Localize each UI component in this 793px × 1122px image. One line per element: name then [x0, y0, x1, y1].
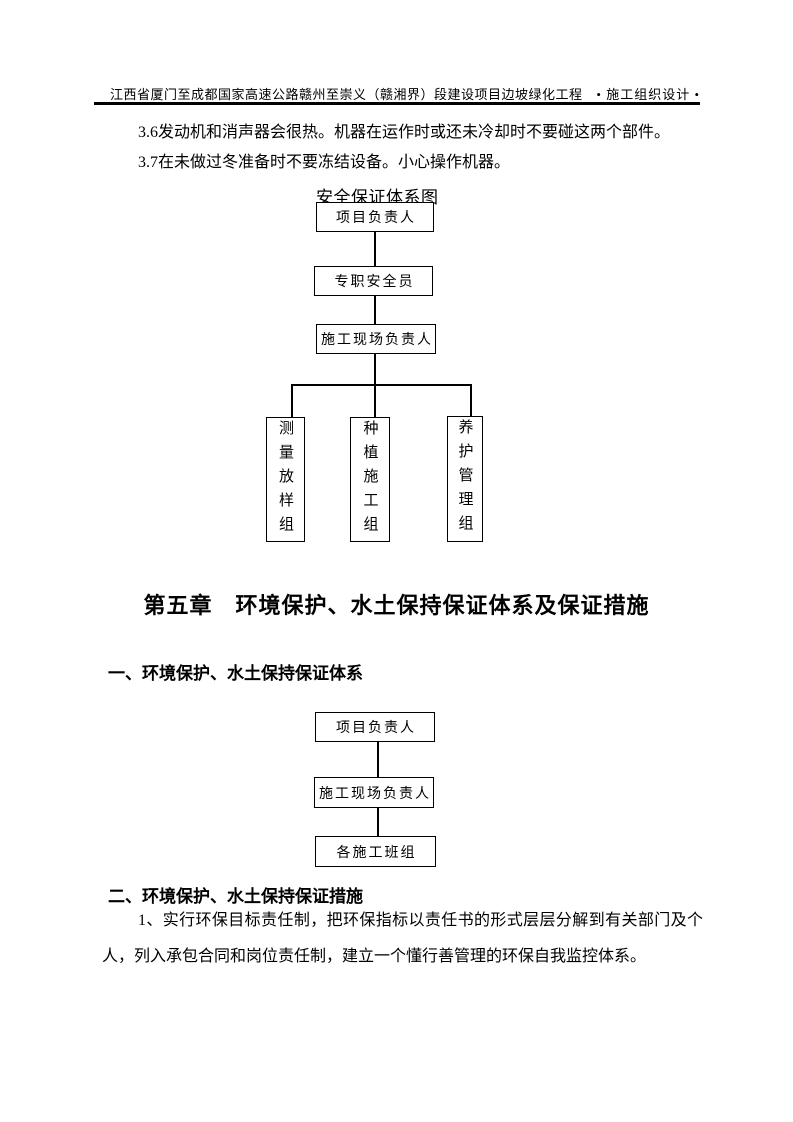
safety-chart-branch-line [291, 384, 471, 386]
safety-chart-leaf-planting-team: 种植施工组 [350, 417, 390, 542]
safety-chart-connector-2 [374, 296, 376, 324]
paragraph-3-7: 3.7在未做过冬准备时不要冻结设备。小心操作机器。 [138, 154, 511, 171]
section-1-heading: 一、环境保护、水土保持保证体系 [108, 664, 363, 683]
chapter-heading: 第五章 环境保护、水土保持保证体系及保证措施 [143, 593, 650, 618]
section-2-heading: 二、环境保护、水土保持保证措施 [108, 887, 363, 906]
env-chart-node-work-crews: 各施工班组 [315, 836, 436, 867]
safety-chart-branch-left [291, 384, 293, 417]
safety-chart-branch-right [470, 384, 472, 417]
paragraph-3-6: 3.6发动机和消声器会很热。机器在运作时或还未冷却时不要碰这两个部件。 [138, 124, 671, 141]
safety-chart-node-safety-officer: 专职安全员 [314, 266, 433, 296]
header-project-title: 江西省厦门至成都国家高速公路赣州至崇义（赣湘界）段建设项目边坡绿化工程 [110, 87, 583, 102]
env-chart-node-site-manager: 施工现场负责人 [314, 777, 434, 808]
env-chart-node-project-manager: 项目负责人 [315, 712, 435, 742]
safety-chart-node-project-manager: 项目负责人 [316, 202, 434, 232]
env-chart-connector-1 [377, 742, 379, 777]
safety-chart-branch-middle [374, 384, 376, 417]
safety-chart-connector-1 [374, 232, 376, 266]
safety-chart-node-site-manager: 施工现场负责人 [316, 324, 436, 354]
safety-chart-leaf-survey-team: 测量放样组 [266, 417, 305, 542]
header-doc-type: • 施工组织设计 • [596, 87, 700, 102]
env-chart-connector-2 [377, 808, 379, 836]
measure-paragraph-1: 1、实行环保目标责任制，把环保指标以责任书的形式层层分解到有关部门及个人，列入承… [102, 912, 703, 965]
safety-chart-leaf-maintenance-team: 养护管理组 [447, 416, 483, 542]
safety-chart-connector-3 [374, 354, 376, 385]
header-rule [94, 102, 700, 105]
